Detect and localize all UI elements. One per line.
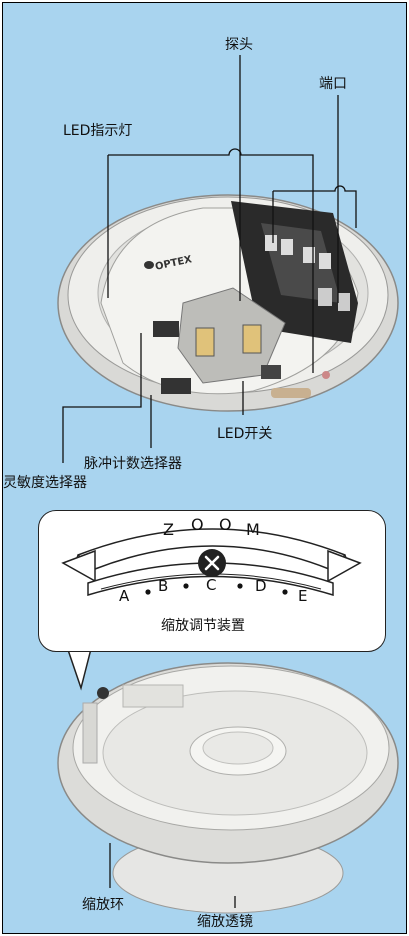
zoom-position-d: D xyxy=(255,577,267,595)
zoom-letter-z: Z xyxy=(163,520,174,539)
label-led-indicator: LED指示灯 xyxy=(63,123,133,139)
zoom-letter-o2: O xyxy=(219,515,232,534)
device-illustrations xyxy=(57,55,399,914)
zoom-position-c: C xyxy=(206,576,217,594)
bottom-leader-lines xyxy=(109,843,236,908)
label-zoom-lens: 缩放透镜 xyxy=(197,914,253,930)
label-led-switch: LED开关 xyxy=(217,426,273,442)
zoom-dial xyxy=(61,528,362,597)
label-sensitivity-selector: 灵敏度选择器 xyxy=(3,475,87,491)
top-leader-lines xyxy=(62,55,357,463)
zoom-letter-o1: O xyxy=(191,515,204,534)
bottom-device xyxy=(57,662,399,914)
label-port: 端口 xyxy=(319,76,347,92)
zoom-device-label: 缩放调节装置 xyxy=(161,618,245,634)
zoom-position-a: A xyxy=(119,587,130,605)
label-pulse-selector: 脉冲计数选择器 xyxy=(84,456,182,472)
top-device xyxy=(57,194,399,412)
zoom-position-b: B xyxy=(158,577,169,595)
zoom-position-e: E xyxy=(298,587,308,605)
label-zoom-ring: 缩放环 xyxy=(82,897,124,913)
label-probe: 探头 xyxy=(225,37,253,53)
zoom-letter-m: M xyxy=(246,520,260,539)
